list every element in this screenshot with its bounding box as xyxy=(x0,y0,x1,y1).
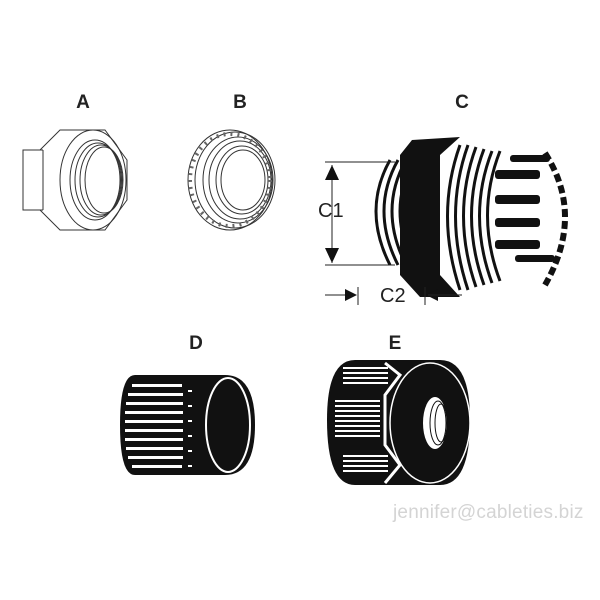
dimension-c1-label: C1 xyxy=(318,200,344,222)
part-d-label: D xyxy=(189,333,203,354)
dimension-c2-label: C2 xyxy=(380,285,406,307)
part-e-cap-nut xyxy=(327,360,471,485)
part-a-label: A xyxy=(76,92,90,113)
part-b-washer xyxy=(187,129,276,231)
watermark-text: jennifer@cableties.biz xyxy=(393,502,584,523)
part-e-label: E xyxy=(388,333,402,354)
part-d-seal-sleeve xyxy=(120,375,255,475)
part-c-gland-body xyxy=(325,137,568,305)
part-a-hex-nut xyxy=(22,129,128,231)
part-c-label: C xyxy=(455,92,469,113)
part-b-label: B xyxy=(233,92,247,113)
